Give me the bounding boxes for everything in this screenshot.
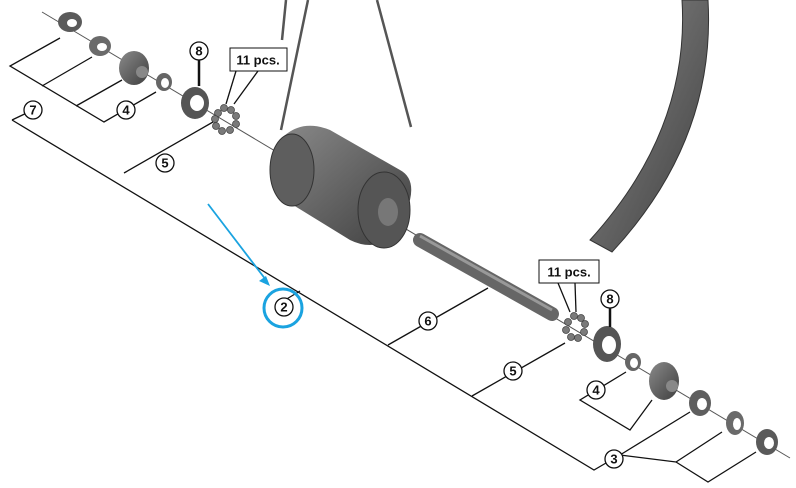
callout-label: 4 <box>122 103 130 118</box>
callout-label: 5 <box>509 364 516 379</box>
ball-bearings-right <box>562 312 589 342</box>
callout-2[interactable]: 2 <box>274 297 294 317</box>
spokes <box>279 0 413 131</box>
callout-label: 8 <box>606 292 613 307</box>
rim <box>589 0 710 253</box>
callout-8-left[interactable]: 8 <box>189 41 209 61</box>
callout-label: 5 <box>161 156 168 171</box>
quantity-note-right: 11 pcs. <box>538 259 600 284</box>
callout-4-right[interactable]: 4 <box>586 380 606 400</box>
callout-7[interactable]: 7 <box>23 100 43 120</box>
highlight-ring <box>262 287 304 329</box>
quantity-note-left: 11 pcs. <box>229 47 288 72</box>
callout-8-right[interactable]: 8 <box>600 289 620 309</box>
callout-4-left[interactable]: 4 <box>116 100 136 120</box>
right-parts <box>562 312 778 455</box>
callout-3[interactable]: 3 <box>604 449 624 469</box>
ball-bearings-left <box>211 104 240 135</box>
left-parts <box>58 12 240 135</box>
hub-body <box>269 125 412 249</box>
highlight-annotation <box>207 203 304 329</box>
callout-5-right[interactable]: 5 <box>503 361 523 381</box>
callout-label: 8 <box>195 44 202 59</box>
hub-axle <box>413 233 559 321</box>
callout-6[interactable]: 6 <box>418 311 438 331</box>
callout-label: 7 <box>29 103 36 118</box>
callout-label: 4 <box>592 383 600 398</box>
quantity-label: 11 pcs. <box>236 53 279 68</box>
callout-5-left[interactable]: 5 <box>155 153 175 173</box>
callout-label: 2 <box>280 300 287 315</box>
callout-label: 3 <box>610 452 617 467</box>
quantity-label: 11 pcs. <box>547 265 590 280</box>
callout-label: 6 <box>424 314 431 329</box>
